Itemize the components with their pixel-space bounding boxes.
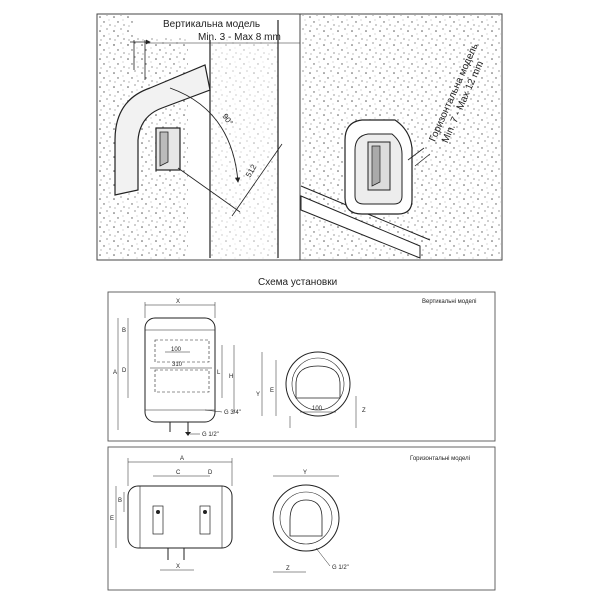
dim-d-horizontal: D [208,470,213,476]
dim-y-horizontal: Y [303,470,307,476]
vertical-models-label: Вертикальні моделі [422,299,476,305]
fitting-g34: G 3/4" [224,410,241,416]
dim-x-horizontal: X [176,564,180,570]
horizontal-boiler-front [127,485,233,549]
dim-e-vertical: E [270,388,274,394]
vertical-boiler-side [285,351,351,417]
dim-z-horizontal: Z [286,566,290,572]
panel-vertical-scheme: Вертикальні моделі X 100 310 A B D L H [107,291,496,442]
dim-h: H [229,374,233,380]
dim-c-horizontal: C [176,470,181,476]
panel-horizontal-scheme: Горизонтальні моделі A C D E B X Y [107,446,496,591]
vertical-model-title: Вертикальна модель [163,19,260,30]
panel-vertical-mount: 90° 512 Вертикальна модель Min. 3 - Max … [96,13,301,261]
horizontal-boiler-side [272,484,340,552]
horizontal-models-label: Горизонтальні моделі [410,456,470,462]
dim-x: X [176,299,180,305]
dim-y-vertical: Y [256,392,260,398]
dim-e-horizontal: E [110,516,114,522]
dim-a-horizontal: A [180,456,184,462]
dim-b-vertical: B [122,328,126,334]
dim-100-side: 100 [312,406,323,412]
dim-z-vertical: Z [362,408,366,414]
vertical-model-range: Min. 3 - Max 8 mm [198,32,281,43]
fitting-g12-horizontal: G 1/2" [332,565,349,571]
dim-310: 310 [172,362,183,368]
dim-d-vertical: D [122,368,127,374]
dim-100-top: 100 [171,347,182,353]
panel-horizontal-mount: Горизонтальна модель Min. 7 - Max 12 mm [299,13,503,261]
dim-b-horizontal: B [118,498,122,504]
scheme-title: Схема установки [258,277,337,288]
fitting-g12-vertical: G 1/2" [202,432,219,438]
dim-a-vertical: A [113,370,117,376]
dim-l: L [217,370,221,376]
